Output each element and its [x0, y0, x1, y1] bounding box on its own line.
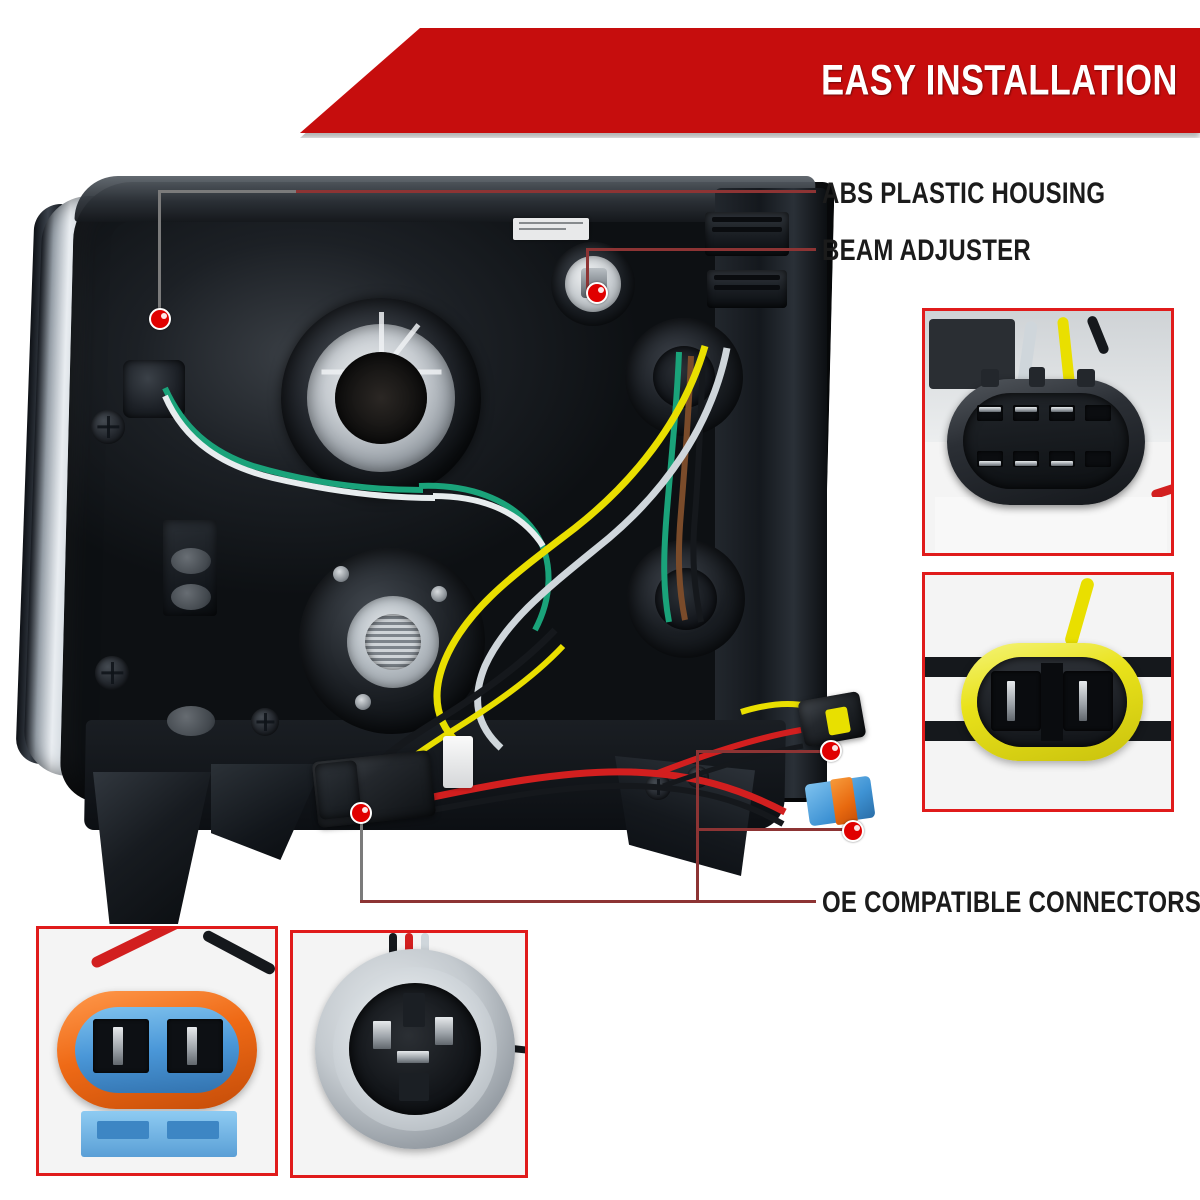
socket-screw — [431, 586, 447, 602]
banner-red-shape — [300, 28, 1200, 133]
bulb-socket-upper-core — [335, 352, 427, 444]
leader-abs-horizontal-right — [296, 190, 816, 193]
leader-beam-horizontal — [586, 248, 816, 251]
housing-vent-mid — [707, 270, 787, 308]
housing-label-sticker — [513, 218, 589, 240]
bulb-socket-key-tab-bottom — [399, 1073, 429, 1101]
inset-round-bulb-socket — [290, 930, 528, 1178]
callout-label-oe-connectors: OE COMPATIBLE CONNECTORS — [822, 888, 1200, 918]
leader-oe-branch3-horizontal — [696, 828, 854, 831]
wire-black-branch — [662, 743, 804, 789]
inset-8pin-black-connector — [922, 308, 1174, 556]
housing-screw-lower-left — [95, 656, 129, 690]
callout-dot-connector-yellow[interactable] — [820, 740, 842, 762]
connector-latch-nub — [1029, 367, 1045, 387]
inset-bracket-shadow — [929, 319, 1015, 389]
bulb-socket-contact-left — [373, 1021, 391, 1049]
wire-red-main — [418, 768, 787, 816]
connector-blue-tab-slot — [97, 1121, 149, 1139]
inset-yellow-2pin-connector — [922, 572, 1174, 812]
inset-socket-wire-red — [405, 933, 413, 959]
connector-yellow-cavity-left — [991, 671, 1041, 731]
connector-pin-blade — [1051, 461, 1073, 466]
wire-red-branch — [653, 727, 802, 777]
wire-black-right — [690, 357, 706, 623]
callout-label-beam-adjuster: BEAM ADJUSTER — [822, 236, 1083, 266]
inset-orange-blue-connector — [36, 926, 278, 1176]
page-title-text: EASY INSTALLATION — [821, 56, 1178, 104]
callout-dot-connector-black[interactable] — [350, 802, 372, 824]
connector-pin-blade — [1051, 407, 1073, 412]
bulb-socket-contact-center — [397, 1051, 429, 1063]
connector-pin-blade — [979, 461, 1001, 466]
connector-latch-nub — [981, 369, 999, 387]
inset-socket-wire-white — [421, 933, 429, 959]
housing-gray-boss-c — [167, 706, 215, 736]
leader-beam-vertical — [586, 248, 589, 296]
callout-label-oe-text: OE COMPATIBLE CONNECTORS — [822, 886, 1200, 919]
connector-blue-blade-right — [187, 1027, 197, 1065]
socket-screw — [333, 566, 349, 582]
callout-label-abs-text: ABS PLASTIC HOUSING — [822, 177, 1106, 210]
connector-yellow-keyway — [824, 706, 852, 736]
connector-pin-blade — [1015, 461, 1037, 466]
page-title: EASY INSTALLATION — [732, 56, 1178, 105]
bulb-socket-key-tab-top — [403, 993, 425, 1027]
leader-oe-branch2-vertical — [696, 750, 699, 902]
callout-dot-connector-blue[interactable] — [842, 820, 864, 842]
housing-gray-boss-b — [171, 584, 211, 610]
wiring-harness — [162, 345, 808, 827]
connector-pin-cavity — [1085, 405, 1111, 421]
wire-yellow-branch — [740, 701, 808, 715]
wire-green-upper — [162, 386, 424, 493]
housing-screw-upper-left — [91, 410, 125, 444]
connector-yellow-blade-left — [1007, 681, 1015, 721]
wire-brown-right — [675, 355, 694, 621]
connector-pin-blade — [1015, 407, 1037, 412]
connector-yellow-divider — [1041, 663, 1063, 741]
wire-retainer-clip — [443, 736, 473, 788]
leader-oe-main-horizontal — [360, 900, 816, 903]
inset-socket-wire-black — [389, 933, 397, 959]
wire-black-main — [420, 782, 785, 827]
socket-screw — [355, 694, 371, 710]
connector-yellow-cavity-right — [1063, 671, 1113, 731]
leader-oe-branch2-horizontal — [696, 750, 832, 753]
wire-white-mid — [432, 493, 546, 548]
bulb-socket-contact-right — [435, 1017, 453, 1045]
wire-green-right — [661, 351, 682, 623]
leader-abs-vertical — [158, 190, 161, 320]
connector-latch-nub — [1077, 369, 1095, 387]
wire-white-upper — [162, 394, 436, 501]
connector-blue-tab-slot — [167, 1121, 219, 1139]
bulb-socket-upper — [281, 298, 481, 498]
callout-dot-beam-adjuster[interactable] — [586, 282, 608, 304]
housing-screw-mid — [251, 708, 279, 736]
wire-yellow-main — [433, 345, 709, 747]
headlight-photo — [15, 160, 876, 924]
connector-pin-blade — [979, 407, 1001, 412]
header-banner: EASY INSTALLATION — [0, 28, 1200, 138]
inset-lower-surface — [935, 497, 1167, 553]
leader-abs-horizontal-left — [158, 190, 298, 193]
bulb-socket-lower-core — [365, 614, 421, 670]
callout-label-beam-text: BEAM ADJUSTER — [822, 234, 1031, 267]
connector-blue-blade-left — [113, 1027, 123, 1065]
callout-dot-abs-plastic-housing[interactable] — [149, 308, 171, 330]
callout-label-abs-plastic-housing: ABS PLASTIC HOUSING — [822, 179, 1176, 209]
connector-yellow-blade-right — [1079, 681, 1087, 721]
connector-pin-cavity — [1085, 451, 1111, 467]
leader-oe-branch1-vertical — [360, 812, 363, 902]
housing-gray-boss-a — [171, 548, 211, 574]
